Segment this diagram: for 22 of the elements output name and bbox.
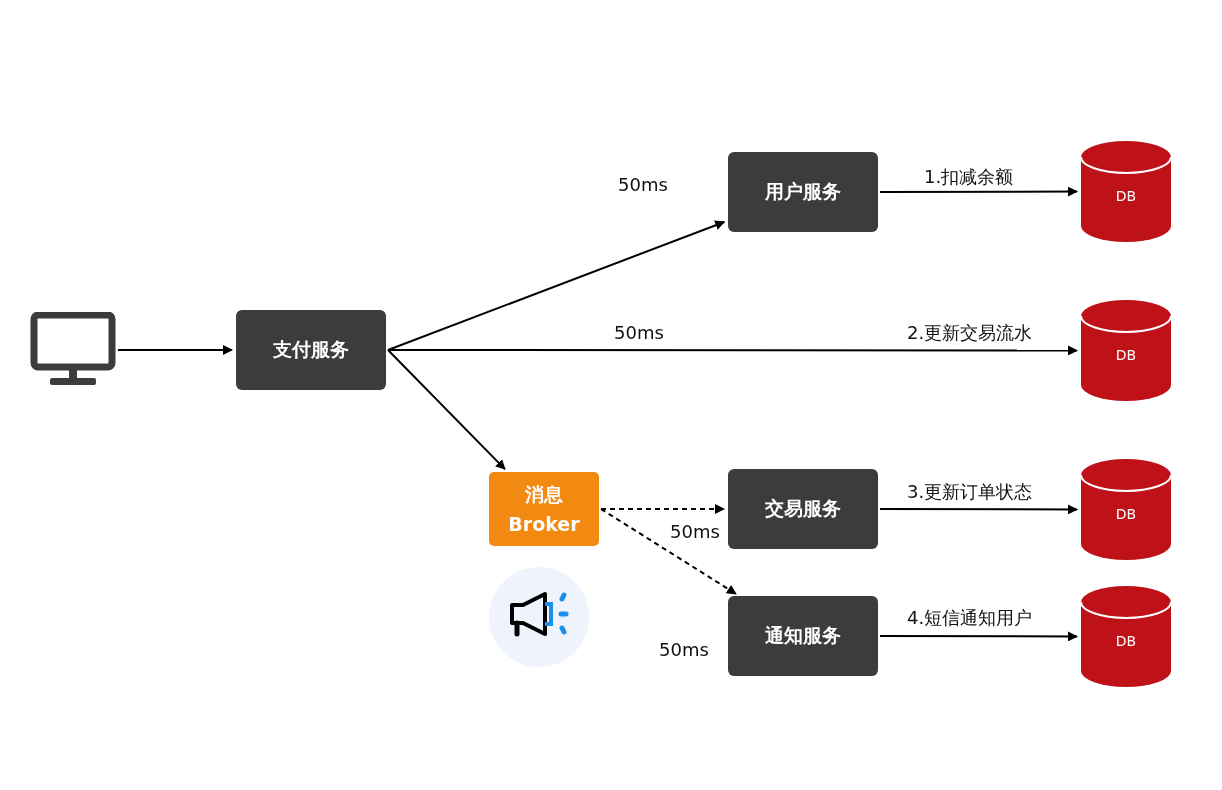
arrow (117, 345, 233, 355)
arrow (387, 220, 726, 351)
database-cylinder: DB (1081, 141, 1171, 242)
arrow (879, 504, 1078, 515)
database-cylinder: DB (1081, 459, 1171, 560)
service-box: 支付服务 (236, 310, 386, 390)
arrow (600, 504, 725, 514)
database-cylinder: DB (1081, 586, 1171, 687)
edge-label: 1.扣减余额 (922, 166, 1016, 188)
broker-box: 消息 Broker (489, 472, 599, 546)
arrow (387, 345, 1078, 356)
service-box: 通知服务 (728, 596, 878, 676)
arrow (879, 631, 1078, 642)
edge-label: 3.更新订单状态 (905, 481, 1035, 503)
arrow (387, 349, 506, 471)
monitor-icon (30, 312, 116, 388)
arrow (879, 186, 1078, 197)
database-cylinder: DB (1081, 300, 1171, 401)
arrow (600, 508, 737, 595)
service-box: 交易服务 (728, 469, 878, 549)
edge-label: 2.更新交易流水 (905, 322, 1035, 344)
service-box: 用户服务 (728, 152, 878, 232)
